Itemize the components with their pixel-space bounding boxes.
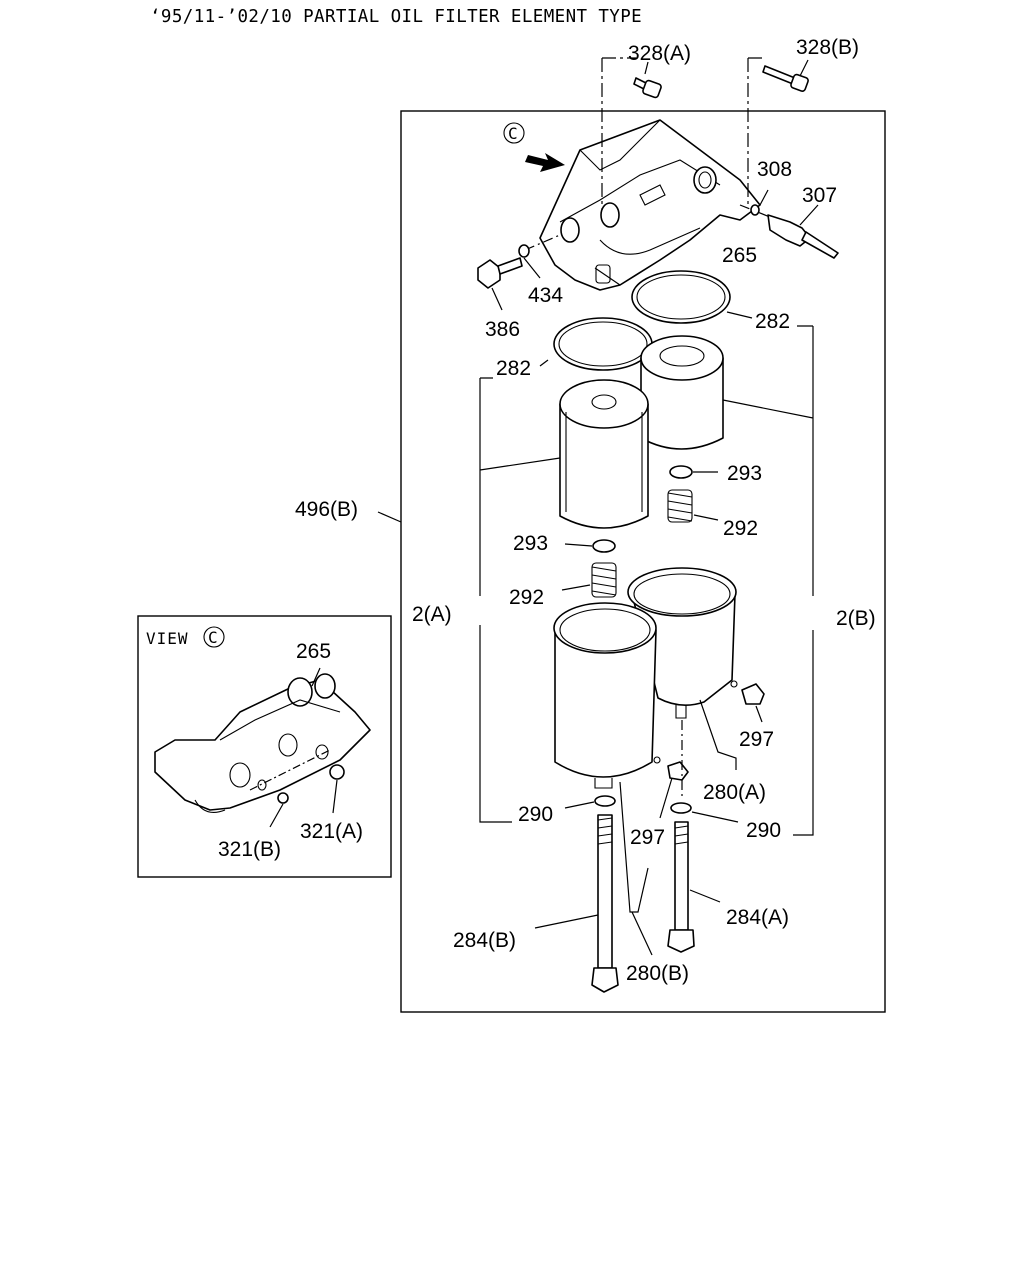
label-321b: 321(B)	[218, 838, 281, 861]
bracket-2b	[722, 325, 814, 836]
label-2a: 2(A)	[412, 603, 452, 626]
label-328a: 328(A)	[628, 42, 691, 65]
view-inset-frame	[137, 615, 392, 878]
label-265: 265	[722, 244, 757, 267]
bolt-328a-guide	[601, 57, 636, 210]
centerline-434	[524, 234, 561, 251]
label-284a: 284(A)	[726, 906, 789, 929]
washer-290-right	[670, 802, 692, 814]
center-bolt-284b	[534, 814, 619, 993]
washer-308	[750, 204, 760, 216]
label-293-left: 293	[513, 532, 548, 555]
bolt-328b	[762, 59, 809, 92]
label-293-right: 293	[727, 462, 762, 485]
filter-case-right	[627, 567, 737, 719]
label-386: 386	[485, 318, 520, 341]
seat-293-right	[669, 465, 693, 479]
view-direction-arrow	[525, 153, 565, 172]
label-280a: 280(A)	[703, 781, 766, 804]
label-321a: 321(A)	[300, 820, 363, 843]
view-c-callout: C	[503, 122, 525, 144]
label-328b: 328(B)	[796, 36, 859, 59]
label-292-left: 292	[509, 586, 544, 609]
filter-head-housing	[539, 119, 761, 291]
svg-text:C: C	[208, 628, 218, 647]
drain-plug-297-left	[653, 756, 689, 781]
label-290-right: 290	[746, 819, 781, 842]
view-c-housing	[154, 667, 371, 813]
label-282-right: 282	[755, 310, 790, 333]
label-434: 434	[528, 284, 563, 307]
o-ring-321b	[277, 792, 289, 804]
bracket-2a	[479, 377, 561, 823]
label-297-left: 297	[630, 826, 665, 849]
spring-292-left	[591, 562, 617, 598]
filter-element-left	[559, 379, 649, 529]
sensor-307	[767, 204, 839, 259]
view-label: VIEW	[146, 629, 189, 648]
washer-434	[518, 244, 530, 258]
label-292-right: 292	[723, 517, 758, 540]
washer-290-left	[594, 795, 616, 807]
bolt-328a	[633, 61, 662, 99]
label-280b: 280(B)	[626, 962, 689, 985]
filter-element-right	[640, 335, 724, 450]
o-ring-282-left	[553, 317, 653, 371]
label-284b: 284(B)	[453, 929, 516, 952]
label-297-right: 297	[739, 728, 774, 751]
center-bolt-284a	[667, 821, 721, 953]
main-assembly-frame	[400, 110, 886, 1013]
bolt-386	[477, 257, 523, 311]
bolt-328b-guide	[747, 57, 765, 208]
seat-293-left	[592, 539, 616, 553]
spring-292-right	[667, 489, 693, 523]
drain-plug-297-right	[730, 680, 765, 723]
label-2b: 2(B)	[836, 607, 876, 630]
o-ring-321a	[329, 764, 345, 780]
view-c-symbol: C	[203, 626, 225, 648]
label-290-left: 290	[518, 803, 553, 826]
label-view-265: 265	[296, 640, 331, 663]
filter-case-left	[553, 602, 657, 789]
label-496b: 496(B)	[295, 498, 358, 521]
diagram-title: ‘95/11-’02/10 PARTIAL OIL FILTER ELEMENT…	[150, 7, 642, 27]
o-ring-282-right	[631, 270, 731, 324]
label-307: 307	[802, 184, 837, 207]
label-282-left: 282	[496, 357, 531, 380]
label-308: 308	[757, 158, 792, 181]
svg-text:C: C	[508, 124, 518, 143]
